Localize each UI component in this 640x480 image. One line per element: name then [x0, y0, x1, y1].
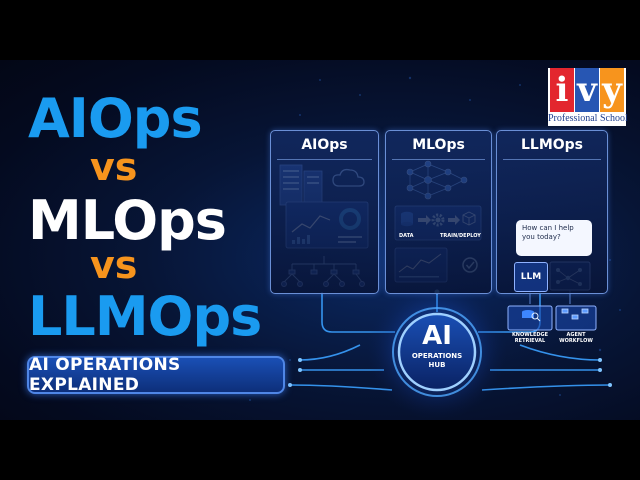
- brand-logo: i v y Professional School: [548, 68, 628, 126]
- thumbnail-frame: AIOps vs MLOps vs LLMOps AI OPERATIONS E…: [0, 60, 640, 420]
- title-aiops: AIOps: [28, 87, 203, 150]
- panel-llmops: LLMOps: [496, 130, 608, 294]
- title-vs-1: vs: [90, 145, 138, 189]
- chat-line-1: How can I help: [522, 224, 574, 232]
- chat-bubble: How can I help you today?: [516, 220, 592, 256]
- knowledge-icon: [507, 305, 553, 331]
- background-dots: [249, 76, 621, 401]
- hub-ring-outer: [392, 307, 482, 397]
- hub-line-1: OPERATIONS: [411, 352, 463, 360]
- logo-subtitle: Professional School: [548, 113, 628, 124]
- panel-divider: [392, 159, 485, 160]
- logo-letter-y: y: [600, 68, 624, 112]
- logo-letters: i v y: [550, 68, 624, 112]
- hub-title: AI: [422, 321, 452, 351]
- panel-mlops: MLOps: [385, 130, 492, 294]
- panel-divider: [277, 159, 372, 160]
- panel-aiops: AIOps: [270, 130, 379, 294]
- label-data: DATA: [399, 233, 414, 239]
- chat-line-2: you today?: [522, 233, 561, 241]
- title-mlops: MLOps: [28, 189, 227, 252]
- label-knowledge-retrieval: KNOWLEDGE RETRIEVAL: [511, 332, 549, 344]
- panel-title-aiops: AIOps: [301, 137, 348, 153]
- panel-title-mlops: MLOps: [412, 137, 465, 153]
- title-llmops: LLMOps: [28, 285, 262, 348]
- panel-title-llmops: LLMOps: [520, 137, 584, 153]
- hub-line-2: HUB: [428, 361, 446, 369]
- label-train-deploy: TRAIN/DEPLOY: [440, 233, 481, 239]
- logo-letter-v: v: [575, 68, 599, 112]
- label-agent-workflow: AGENT WORKFLOW: [559, 332, 593, 344]
- subtitle-pill: AI OPERATIONS EXPLAINED: [27, 355, 285, 395]
- title-vs-2: vs: [90, 243, 138, 287]
- panel-divider: [503, 159, 601, 160]
- agent-icon: [555, 305, 597, 331]
- logo-letter-i: i: [550, 68, 574, 112]
- hub-circle: [397, 312, 477, 392]
- llm-box: LLM: [514, 262, 548, 292]
